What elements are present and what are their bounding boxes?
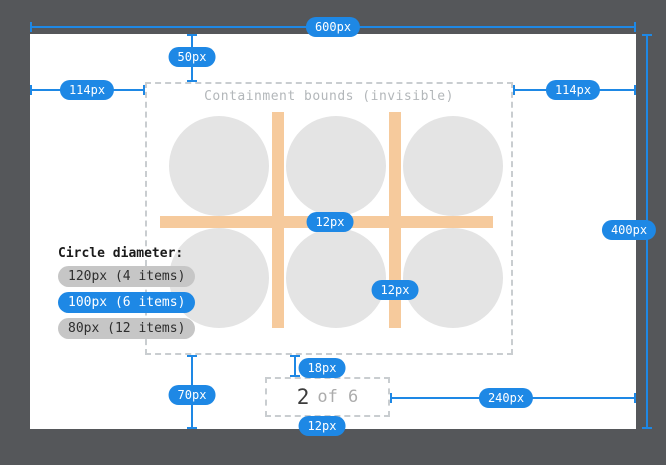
dim-badge-top-gap: 50px	[168, 47, 216, 67]
counter-suffix: of 6	[317, 387, 359, 407]
dim-badge-counter-bottom-gap: 12px	[298, 416, 346, 436]
dim-badge-h-divider: 12px	[306, 212, 354, 232]
dim-badge-counter-top-gap: 18px	[298, 358, 346, 378]
page-counter: 2 of 6	[265, 377, 390, 417]
circle	[403, 228, 503, 328]
diameter-option-80px[interactable]: 80px (12 items)	[58, 318, 196, 339]
dim-badge-bottom-gap: 70px	[168, 385, 216, 405]
dim-badge-right-gap: 114px	[545, 80, 601, 100]
counter-current: 2	[296, 385, 310, 409]
containment-bounds-label: Containment bounds (invisible)	[204, 89, 454, 104]
dim-badge-v-divider: 12px	[371, 280, 419, 300]
legend-title: Circle diameter:	[58, 246, 184, 261]
dim-badge-counter-right-gap: 240px	[478, 388, 534, 408]
circle	[403, 116, 503, 216]
dim-badge-canvas-width: 600px	[305, 17, 361, 37]
circle	[169, 116, 269, 216]
circle	[286, 228, 386, 328]
dim-badge-left-gap: 114px	[59, 80, 115, 100]
diameter-option-100px-selected[interactable]: 100px (6 items)	[58, 292, 196, 313]
containment-bounds: Containment bounds (invisible)	[145, 82, 513, 355]
dim-line-counter-top-gap	[290, 355, 300, 377]
dim-badge-canvas-height: 400px	[601, 220, 657, 240]
diameter-option-120px[interactable]: 120px (4 items)	[58, 266, 196, 287]
circle	[286, 116, 386, 216]
